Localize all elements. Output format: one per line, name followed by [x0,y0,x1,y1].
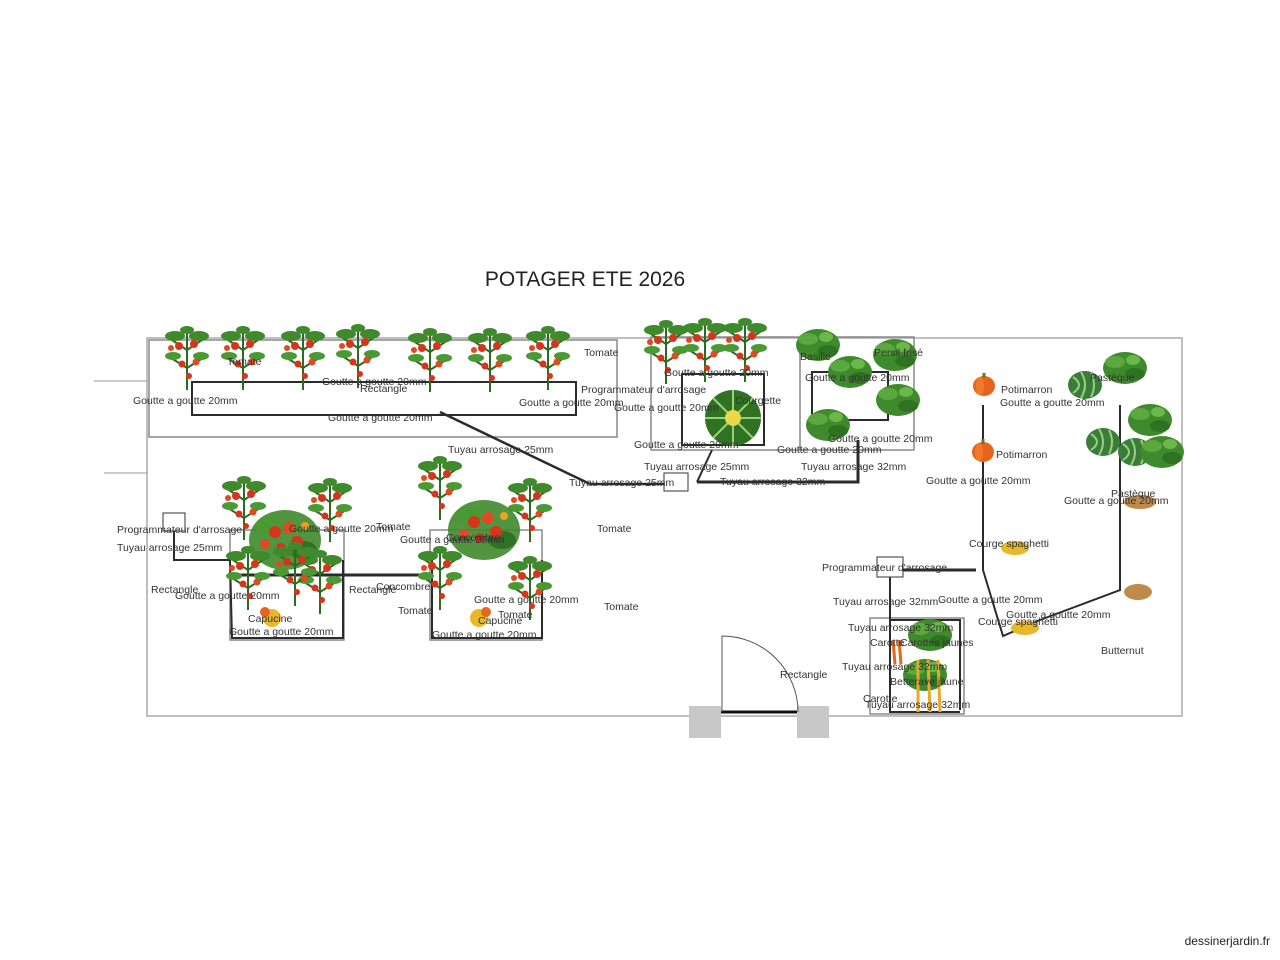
label-rectangle-4: Rectangle [780,669,827,681]
door-swing-arc [721,635,799,713]
label-goutte-18: Goutte a goutte 20mm [289,523,394,535]
courge-spaghetti-plants [1001,541,1039,635]
label-programmateur-2: Programmateur d'arrosage [117,524,242,536]
label-tuyau25-1: Tuyau arrosage 25mm [448,444,553,456]
label-capucine-1: Capucine [248,613,293,625]
garden-outline [146,337,1183,717]
label-potimarron-1: Potimarron [1001,384,1053,396]
capucine-flowers [260,607,491,627]
label-tuyau32-4: Tuyau arrosage 32mm [848,622,953,634]
label-basilic: Basilic [800,351,830,363]
label-goutte-21: Goutte a goutte 20mm [432,629,537,641]
label-capucine-2: Capucine [478,615,523,627]
label-programmateur-1: Programmateur d'arrosage [581,384,706,396]
label-courge-spaghetti-2: Courge spaghetti [978,616,1058,628]
label-goutte-7: Goutte a goutte 20mm [634,439,739,451]
label-goutte-19: Goutte a goutte 20mm [400,534,505,546]
label-goutte-6: Goutte a goutte 20mm [614,402,719,414]
label-goutte-17: Goutte a goutte 20mm [229,626,334,638]
label-tomate-5: Tomate [376,521,411,533]
label-tuyau25-3: Tuyau arrosage 25mm [644,461,749,473]
door-pillar-right [797,706,829,738]
label-pasteque-2: Pastèque [1111,488,1156,500]
label-rectangle-1: Rectangle [360,383,407,395]
label-rectangle-3: Rectangle [349,584,396,596]
label-carottes-jaunes: Carottes jaunes [900,637,974,649]
label-goutte-3: Goutte a goutte 20mm [322,376,427,388]
label-potimarron-2: Potimarron [996,449,1048,461]
label-tuyau32-6: Tuyau arrosage 32mm [865,699,970,711]
label-carotte-1: Carotte [870,637,905,649]
label-tuyau32-1: Tuyau arrosage 32mm [801,461,906,473]
programmer-box-right[interactable] [876,556,904,578]
site-credit[interactable]: dessinerjardin.fr [1184,934,1270,948]
label-goutte-20: Goutte a goutte 20mm [474,594,579,606]
label-goutte-13: Goutte a goutte 20mm [1064,495,1169,507]
label-tomate-4: Tomate [604,601,639,613]
plan-title: POTAGER ETE 2026 [484,268,686,291]
label-goutte-15: Goutte a goutte 20mm [1006,609,1111,621]
label-tomate-6: Tomate [398,605,433,617]
label-goutte-10: Goutte a goutte 20mm [828,433,933,445]
label-goutte-9: Goutte a goutte 20mm [805,372,910,384]
label-goutte-1: Goutte a goutte 20mm [133,395,238,407]
label-betterave-jaune: Betterave jaune [890,676,964,688]
label-goutte-11: Goutte a goutte 20mm [926,475,1031,487]
bed-top-left[interactable] [148,339,618,438]
door-pillar-left [689,706,721,738]
watermelon-plants [1067,352,1184,468]
label-goutte-4: Goutte a goutte 20mm [519,397,624,409]
label-programmateur-3: Programmateur d'arrosage [822,562,947,574]
label-rectangle-2: Rectangle [151,584,198,596]
label-goutte-5: Goutte a goutte 20mm [664,367,769,379]
courgette-plant [705,390,761,446]
label-carotte-2: Carotte [863,693,898,705]
label-goutte-16: Goutte a goutte 20mm [175,590,280,602]
label-goutte-12: Goutte a goutte 20mm [1000,397,1105,409]
label-tuyau32-3: Tuyau arrosage 32mm [833,596,938,608]
label-goutte-8: Goutte a goutte 20mm [777,444,882,456]
programmer-box-top[interactable] [663,472,689,492]
butternut-plants [1124,495,1156,600]
label-goutte-2: Goutte a goutte 20mm [328,412,433,424]
bed-bottom-right[interactable] [869,617,965,715]
label-tuyau25-4: Tuyau arrosage 25mm [117,542,222,554]
label-goutte-14: Goutte a goutte 20mm [938,594,1043,606]
label-concombre-1: Concombre [446,532,500,544]
label-courge-spaghetti-1: Courge spaghetti [969,538,1049,550]
label-tomate-7: Tomate [498,609,533,621]
label-tomate-2: Tomate [227,356,262,368]
label-butternut: Butternut [1101,645,1144,657]
label-tuyau32-2: Tuyau arrosage 32mm [720,476,825,488]
label-tomate-1: Tomate [584,347,619,359]
label-concombre-2: Concombre [376,581,430,593]
label-persil-frise: Persil frisé [874,347,923,359]
programmer-box-left[interactable] [162,512,186,532]
label-courgette: Courgette [735,395,781,407]
label-tuyau25-2: Tuyau arrosage 25mm [569,477,674,489]
label-tuyau32-5: Tuyau arrosage 32mm [842,661,947,673]
chard-carrot-plants [891,619,952,713]
plan-labels: Tomate Tomate Tomate Tomate Tomate Tomat… [117,347,1169,711]
label-pasteque-1: Pastèque [1090,372,1135,384]
label-tomate-3: Tomate [597,523,632,535]
herb-plants [796,329,920,441]
